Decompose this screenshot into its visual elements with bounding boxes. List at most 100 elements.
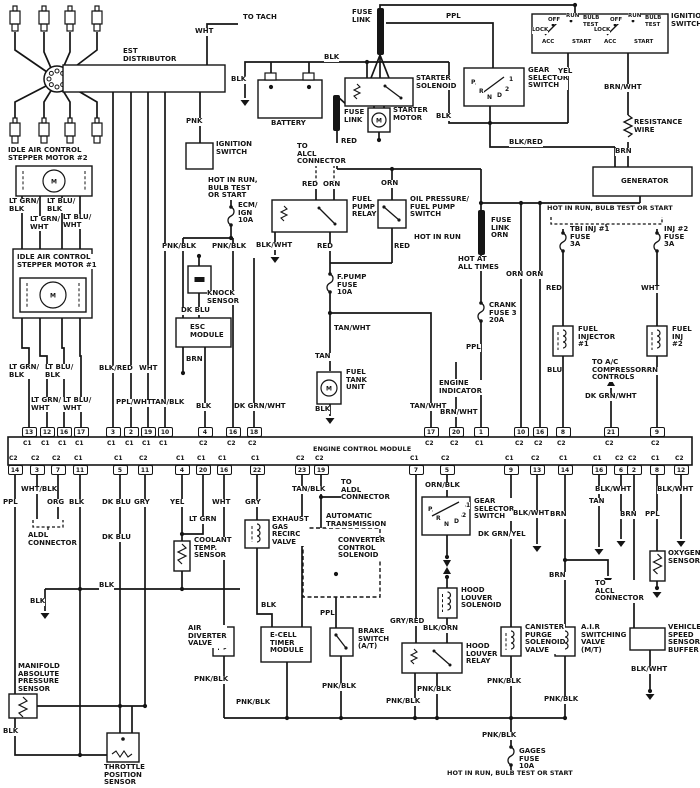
- label-brn-wht-p20: BRN/WHT: [440, 408, 478, 417]
- label-brake-switch: BRAKE SWITCH (A/T): [358, 627, 390, 651]
- ecm-bottom-conn-416: C1: [410, 455, 419, 462]
- starter-solenoid-box: [344, 77, 414, 107]
- iac-stepper-1-box: [19, 277, 87, 313]
- label-gsb-n: N: [444, 521, 450, 528]
- label-iac2-title: IDLE AIR CONTROL STEPPER MOTOR #2: [8, 146, 88, 163]
- label-e-cell-timer: E-CELL TIMER MODULE: [270, 631, 304, 655]
- ecm-bottom-pin-203: 20: [195, 465, 211, 475]
- ecm-top-pin-205: 4: [197, 427, 213, 437]
- vss-buffer-box: [629, 627, 666, 651]
- label-brn-p2: BRN: [620, 510, 637, 519]
- label-blk-wht-p12: BLK/WHT: [657, 485, 694, 494]
- label-converter-control: CONVERTER CONTROL SOLENOID: [338, 536, 386, 560]
- ecm-top-conn-64: C1: [58, 440, 67, 447]
- label-blu-inj1: BLU: [547, 366, 563, 375]
- label-vss-buffer: VEHICLE SPEED SENSOR BUFFER: [668, 623, 700, 655]
- label-to-tach: TO TACH: [243, 13, 277, 22]
- label-lt-grn-wht-a: LT GRN/ WHT: [30, 215, 61, 232]
- label-tbi-inj1-fuse: TBI INJ #1 FUSE 3A: [570, 225, 610, 249]
- label-auto-transmission: AUTOMATIC TRANSMISSION: [326, 512, 387, 529]
- ecm-top-pin-563: 8: [555, 427, 571, 437]
- label-tan-wht-p17: TAN/WHT: [410, 402, 447, 411]
- label-hood-louver-solenoid: HOOD LOUVER SOLENOID: [461, 586, 502, 610]
- label-ecm-ign-fuse: ECM/ IGN 10A: [238, 201, 258, 225]
- junction-dot: [376, 137, 382, 143]
- label-tps-sensor: THROTTLE POSITION SENSOR: [104, 763, 145, 787]
- label-brn-esc: BRN: [186, 355, 203, 364]
- ecm-top-pin-657: 9: [649, 427, 665, 437]
- ecm-top-conn-481: C1: [475, 440, 484, 447]
- fuse-link-bar-0: [377, 8, 384, 55]
- label-pnk-blk-2: PNK/BLK: [212, 242, 247, 251]
- ecm-bottom-conn-182: C1: [176, 455, 185, 462]
- junction-dot: [179, 531, 185, 537]
- label-egr-valve: EXHAUST GAS RECIRC VALVE: [272, 515, 309, 547]
- svg-text:M: M: [51, 178, 57, 185]
- ecm-top-pin-131: 2: [123, 427, 139, 437]
- ecm-top-pin-148: 19: [140, 427, 156, 437]
- label-ign2-run: RUN: [628, 13, 642, 20]
- label-wht-inj2: WHT: [641, 284, 660, 293]
- label-gst-r: R: [479, 88, 484, 95]
- switch-contact-dot: [631, 19, 635, 23]
- brake-switch-box-contact: [335, 634, 347, 649]
- label-pnk-blk-hlr1: PNK/BLK: [417, 685, 452, 694]
- label-pnk-ignition: PNK: [186, 117, 203, 126]
- junction-dot: [518, 200, 524, 206]
- label-fuse-link-1: FUSE LINK: [352, 8, 373, 25]
- ecm-bottom-conn-302: C2: [296, 455, 305, 462]
- label-yel-p4: YEL: [170, 498, 185, 507]
- label-blk-red: BLK/RED: [509, 138, 543, 147]
- ground-symbol-5: [594, 549, 604, 555]
- ground-symbol-3: [325, 418, 335, 424]
- label-est-distributor: EST DISTRIBUTOR: [123, 47, 177, 64]
- label-pnk-blk-air: PNK/BLK: [544, 695, 579, 704]
- label-generator: GENERATOR: [621, 177, 669, 186]
- label-starter-motor: STARTER MOTOR: [393, 106, 428, 123]
- egr-valve-box: [244, 519, 270, 549]
- label-oil-pressure-switch: OIL PRESSURE/ FUEL PUMP SWITCH: [410, 195, 469, 219]
- junction-dot: [338, 715, 344, 721]
- ecm-bottom-pin-58: 7: [50, 465, 66, 475]
- junction-dot: [318, 494, 324, 500]
- label-ppl-crank: PPL: [446, 12, 461, 21]
- label-ign1-bulb-test: BULB TEST: [583, 15, 600, 28]
- ecm-bottom-conn-257: C1: [251, 455, 260, 462]
- oil-pressure-switch-box-contact: [383, 206, 400, 221]
- starter-motor-box: [367, 107, 391, 133]
- label-tan-ft: TAN: [315, 352, 331, 361]
- label-tan-blk-p10: TAN/BLK: [151, 398, 185, 407]
- switch-arm-3: [431, 501, 460, 517]
- svg-text:M: M: [326, 385, 332, 392]
- label-fuel-injector-1: FUEL INJECTOR #1: [578, 325, 616, 349]
- ecm-top-pin-29: 13: [21, 427, 37, 437]
- label-to-ac-compressor: TO A/C COMPRESSOR CONTROLS: [592, 358, 647, 382]
- wire-11: [43, 88, 53, 118]
- ecm-top-pin-64: 16: [56, 427, 72, 437]
- label-ppl-wht-p2: PPL/WHT: [116, 398, 152, 407]
- label-ign2-start: START: [634, 39, 654, 46]
- ecm-bottom-conn-321: C2: [315, 455, 324, 462]
- junction-dot: [434, 715, 440, 721]
- ecm-bottom-conn-224: C1: [218, 455, 227, 462]
- ecm-top-conn-131: C1: [125, 440, 134, 447]
- wire-12: [61, 88, 71, 118]
- label-fuse-link-2: FUSE LINK: [344, 108, 365, 125]
- wire-7: [43, 32, 52, 69]
- ecm-top-pin-113: 3: [105, 427, 121, 437]
- label-ecm-title: ENGINE CONTROL MODULE: [313, 445, 412, 454]
- junction-dot: [572, 2, 578, 8]
- label-blk-batt: BLK: [324, 53, 340, 62]
- label-blk-egr: BLK: [261, 601, 277, 610]
- label-crank-fuse: CRANK FUSE 3 20A: [489, 301, 517, 325]
- ecm-bottom-pin-599: 16: [591, 465, 607, 475]
- spark-plug-2: [67, 5, 73, 12]
- label-tan-wht-ft: TAN/WHT: [334, 324, 371, 333]
- ecm-bottom-conn-634: C2: [628, 455, 637, 462]
- canister-purge-box-coil: [510, 630, 515, 650]
- fuse-symbol-4: [653, 232, 661, 252]
- ecm-bottom-pin-15: 14: [7, 465, 23, 475]
- battery-box: [257, 79, 323, 119]
- ecm-top-conn-81: C1: [75, 440, 84, 447]
